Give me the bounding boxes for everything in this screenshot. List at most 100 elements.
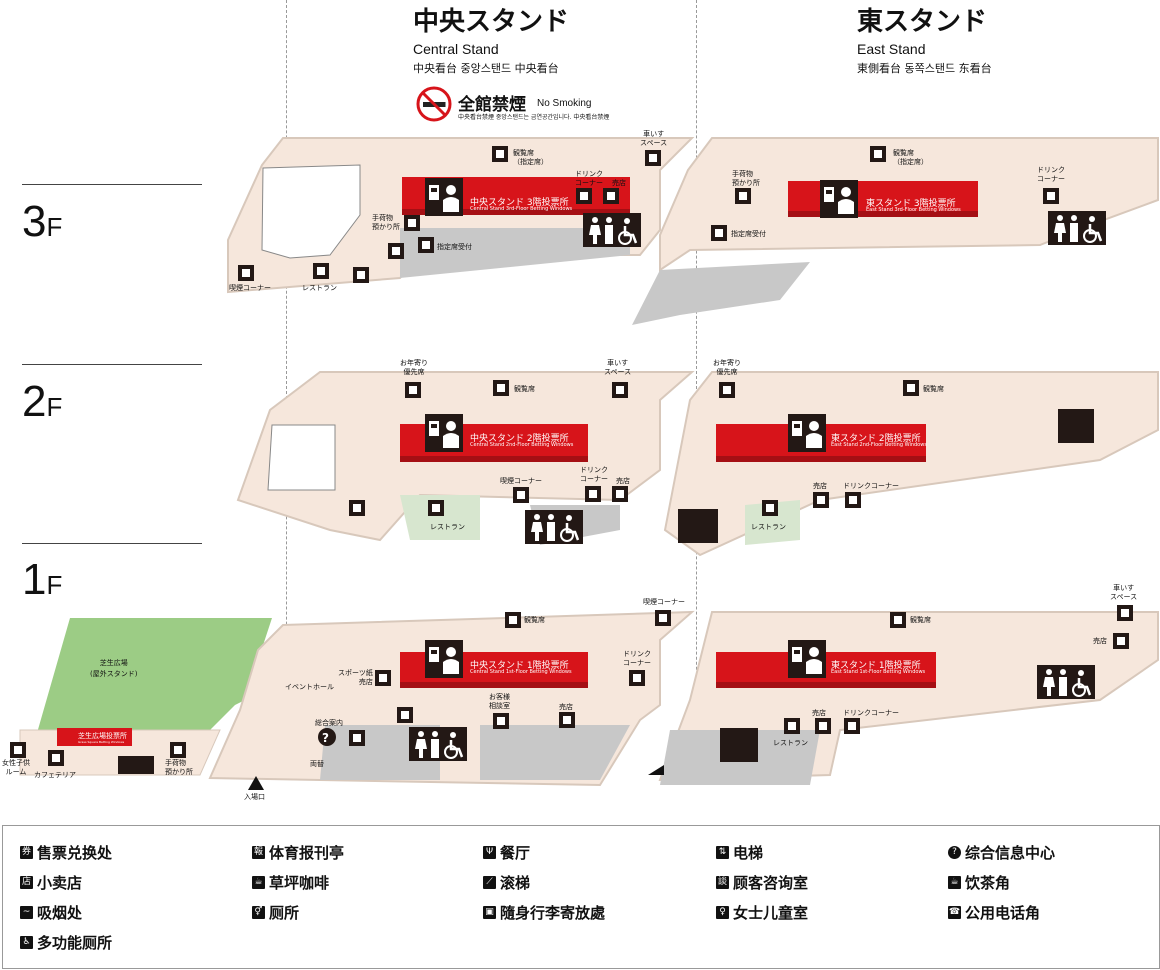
central-stand-title: 中央スタンド <box>413 7 570 37</box>
c2-wheelchair-label: 車いすスペース <box>604 359 632 376</box>
legend-label: 饮茶角 <box>965 874 1011 892</box>
restroom-icon: ⚥ <box>252 906 265 919</box>
c3-shop-label: 売店 <box>612 179 626 187</box>
legend-label: 多功能厕所 <box>37 934 113 952</box>
legend-label: 滚梯 <box>500 874 531 892</box>
info-icon: ? <box>322 731 329 745</box>
floor-1-label: 1F <box>22 555 63 604</box>
legend-label: 女士儿童室 <box>733 904 809 922</box>
restaurant-icon: Ψ <box>483 846 496 859</box>
legend-label: 吸烟处 <box>37 904 83 922</box>
legend <box>2 825 1160 969</box>
newspaper-icon: 報 <box>252 846 265 859</box>
turf-windows-en: Grass Square Betting Windows <box>78 740 125 744</box>
floor-3-rule <box>22 184 202 185</box>
info-label: 総合案内 <box>315 719 343 727</box>
c3-windows-label: 中央スタンド 3階投票所 <box>470 198 569 208</box>
ticket-icon: 券 <box>20 846 33 859</box>
legend-item-drink: ☕ 饮茶角 <box>948 872 1010 893</box>
e1-restaurant-label: レストラン <box>773 739 808 747</box>
legend-item-smoking: ~吸烟处 <box>20 902 82 923</box>
legend-item-info: ? 综合信息中心 <box>948 842 1055 863</box>
legend-label: 综合信息中心 <box>965 844 1056 862</box>
e3-drink-label: ドリンクコーナー <box>1037 166 1065 183</box>
legend-item-escalator: ⟋ 滚梯 <box>483 872 530 893</box>
e1-wheelchair-label: 車いすスペース <box>1110 584 1138 601</box>
c2-windows-label: 中央スタンド 2階投票所 <box>470 434 569 444</box>
phone-icon: ☎ <box>948 906 961 919</box>
floor-2-rule <box>22 364 202 365</box>
legend-label: 厕所 <box>269 904 300 922</box>
drink-icon: ☕ <box>948 876 961 889</box>
e2-drink-label: ドリンクコーナー <box>843 482 899 490</box>
legend-label: 电梯 <box>733 844 764 862</box>
e2-seats-label: 観覧席 <box>923 385 944 393</box>
c3-baggage-label: 手荷物預かり所 <box>372 214 400 231</box>
e1-windows-label: 東スタンド 1階投票所 <box>831 661 921 671</box>
c3-drink-label: ドリンクコーナー <box>575 170 603 187</box>
floor-2-map <box>236 371 1159 557</box>
turf-square-label: 芝生広場(屋外スタンド) <box>90 659 138 678</box>
legend-item-ticket: 券售票兑换处 <box>20 842 112 863</box>
e1-seats-label: 観覧席 <box>910 616 931 624</box>
legend-item-nursery: ♀ 女士儿童室 <box>716 902 808 923</box>
e2-elderly-label: お年寄り優先席 <box>713 359 741 376</box>
kids-room-label: 女性子供ルーム <box>2 759 30 776</box>
floor-map <box>10 137 1159 790</box>
e3-windows-en: East Stand 3rd-Floor Betting Windows <box>866 207 961 213</box>
c1-shop-label: 売店 <box>559 703 573 711</box>
e1-windows-en: East Stand 1st-Floor Betting Windows <box>831 669 926 675</box>
c2-restaurant-label: レストラン <box>430 523 465 531</box>
info-icon: ? <box>948 846 961 859</box>
c1-seats-label: 観覧席 <box>524 616 545 624</box>
east-stand-title: 東スタンド <box>857 7 988 37</box>
floor-1-map <box>10 605 1159 790</box>
legend-label: 公用电话角 <box>965 904 1041 922</box>
legend-label: 小卖店 <box>37 874 83 892</box>
east-stand-english: East Stand <box>857 41 926 57</box>
c1-drink-label: ドリンクコーナー <box>623 650 651 667</box>
c1-smoking-label: 喫煙コーナー <box>643 598 685 606</box>
legend-item-shop: 店小卖店 <box>20 872 82 893</box>
nursery-icon: ♀ <box>716 906 729 919</box>
sports-papers-label: スポーツ紙売店 <box>338 669 373 686</box>
legend-label: 售票兑换处 <box>37 844 113 862</box>
baggage-icon: ▣ <box>483 906 496 919</box>
escalator-icon: ⟋ <box>483 876 496 889</box>
legend-label: 餐厅 <box>500 844 531 862</box>
central-divider-line <box>286 0 287 780</box>
e2-windows-label: 東スタンド 2階投票所 <box>831 434 921 444</box>
c1-windows-en: Central Stand 1st-Floor Betting Windows <box>470 669 572 675</box>
legend-item-accessible: ♿ 多功能厕所 <box>20 932 112 953</box>
central-stand-english: Central Stand <box>413 41 499 57</box>
floor-3-map <box>227 137 1159 325</box>
e3-seats-label: 観覧席（指定席） <box>893 149 928 166</box>
atm-label: 両替 <box>310 760 324 768</box>
east-divider-line <box>696 0 697 780</box>
e1-shop-label: 売店 <box>1093 637 1107 645</box>
legend-item-newspaper: 報体育报刊亭 <box>252 842 344 863</box>
c2-drink-label: ドリンクコーナー <box>580 466 608 483</box>
c2-elderly-label: お年寄り優先席 <box>400 359 428 376</box>
legend-item-elevator: ⇅电梯 <box>716 842 763 863</box>
c2-smoking-label: 喫煙コーナー <box>500 477 542 485</box>
accessible-icon: ♿ <box>20 936 33 949</box>
central-stand-subtitle: 中央看台 중앙스탠드 中央看台 <box>413 62 559 75</box>
legend-item-cafe: ☕草坪咖啡 <box>252 872 329 893</box>
legend-label: 隨身行李寄放處 <box>500 904 606 922</box>
c3-restaurant-label: レストラン <box>302 284 337 292</box>
no-smoking-note: 中央看台禁煙 중앙스탠드는 금연공간입니다. 中央看台禁煙 <box>458 114 610 121</box>
shop-icon: 店 <box>20 876 33 889</box>
c1-windows-label: 中央スタンド 1階投票所 <box>470 661 569 671</box>
consultation-icon: 談 <box>716 876 729 889</box>
c3-reserved-reception: 指定席受付 <box>437 243 472 251</box>
east-stand-subtitle: 東側看台 동쪽스탠드 东看台 <box>857 62 992 75</box>
consult-label: お客様相談室 <box>489 693 510 710</box>
e1-drink-label: ドリンクコーナー <box>843 709 899 717</box>
entrance-label: 入場口 <box>244 793 265 801</box>
e2-restaurant-label: レストラン <box>751 523 786 531</box>
no-smoking-label: 全館禁煙 <box>458 95 526 115</box>
e2-windows-en: East Stand 2nd-Floor Betting Windows <box>831 442 927 448</box>
cafeteria-label: カフェテリア <box>34 771 76 779</box>
event-hall-label: イベントホール <box>285 683 334 691</box>
